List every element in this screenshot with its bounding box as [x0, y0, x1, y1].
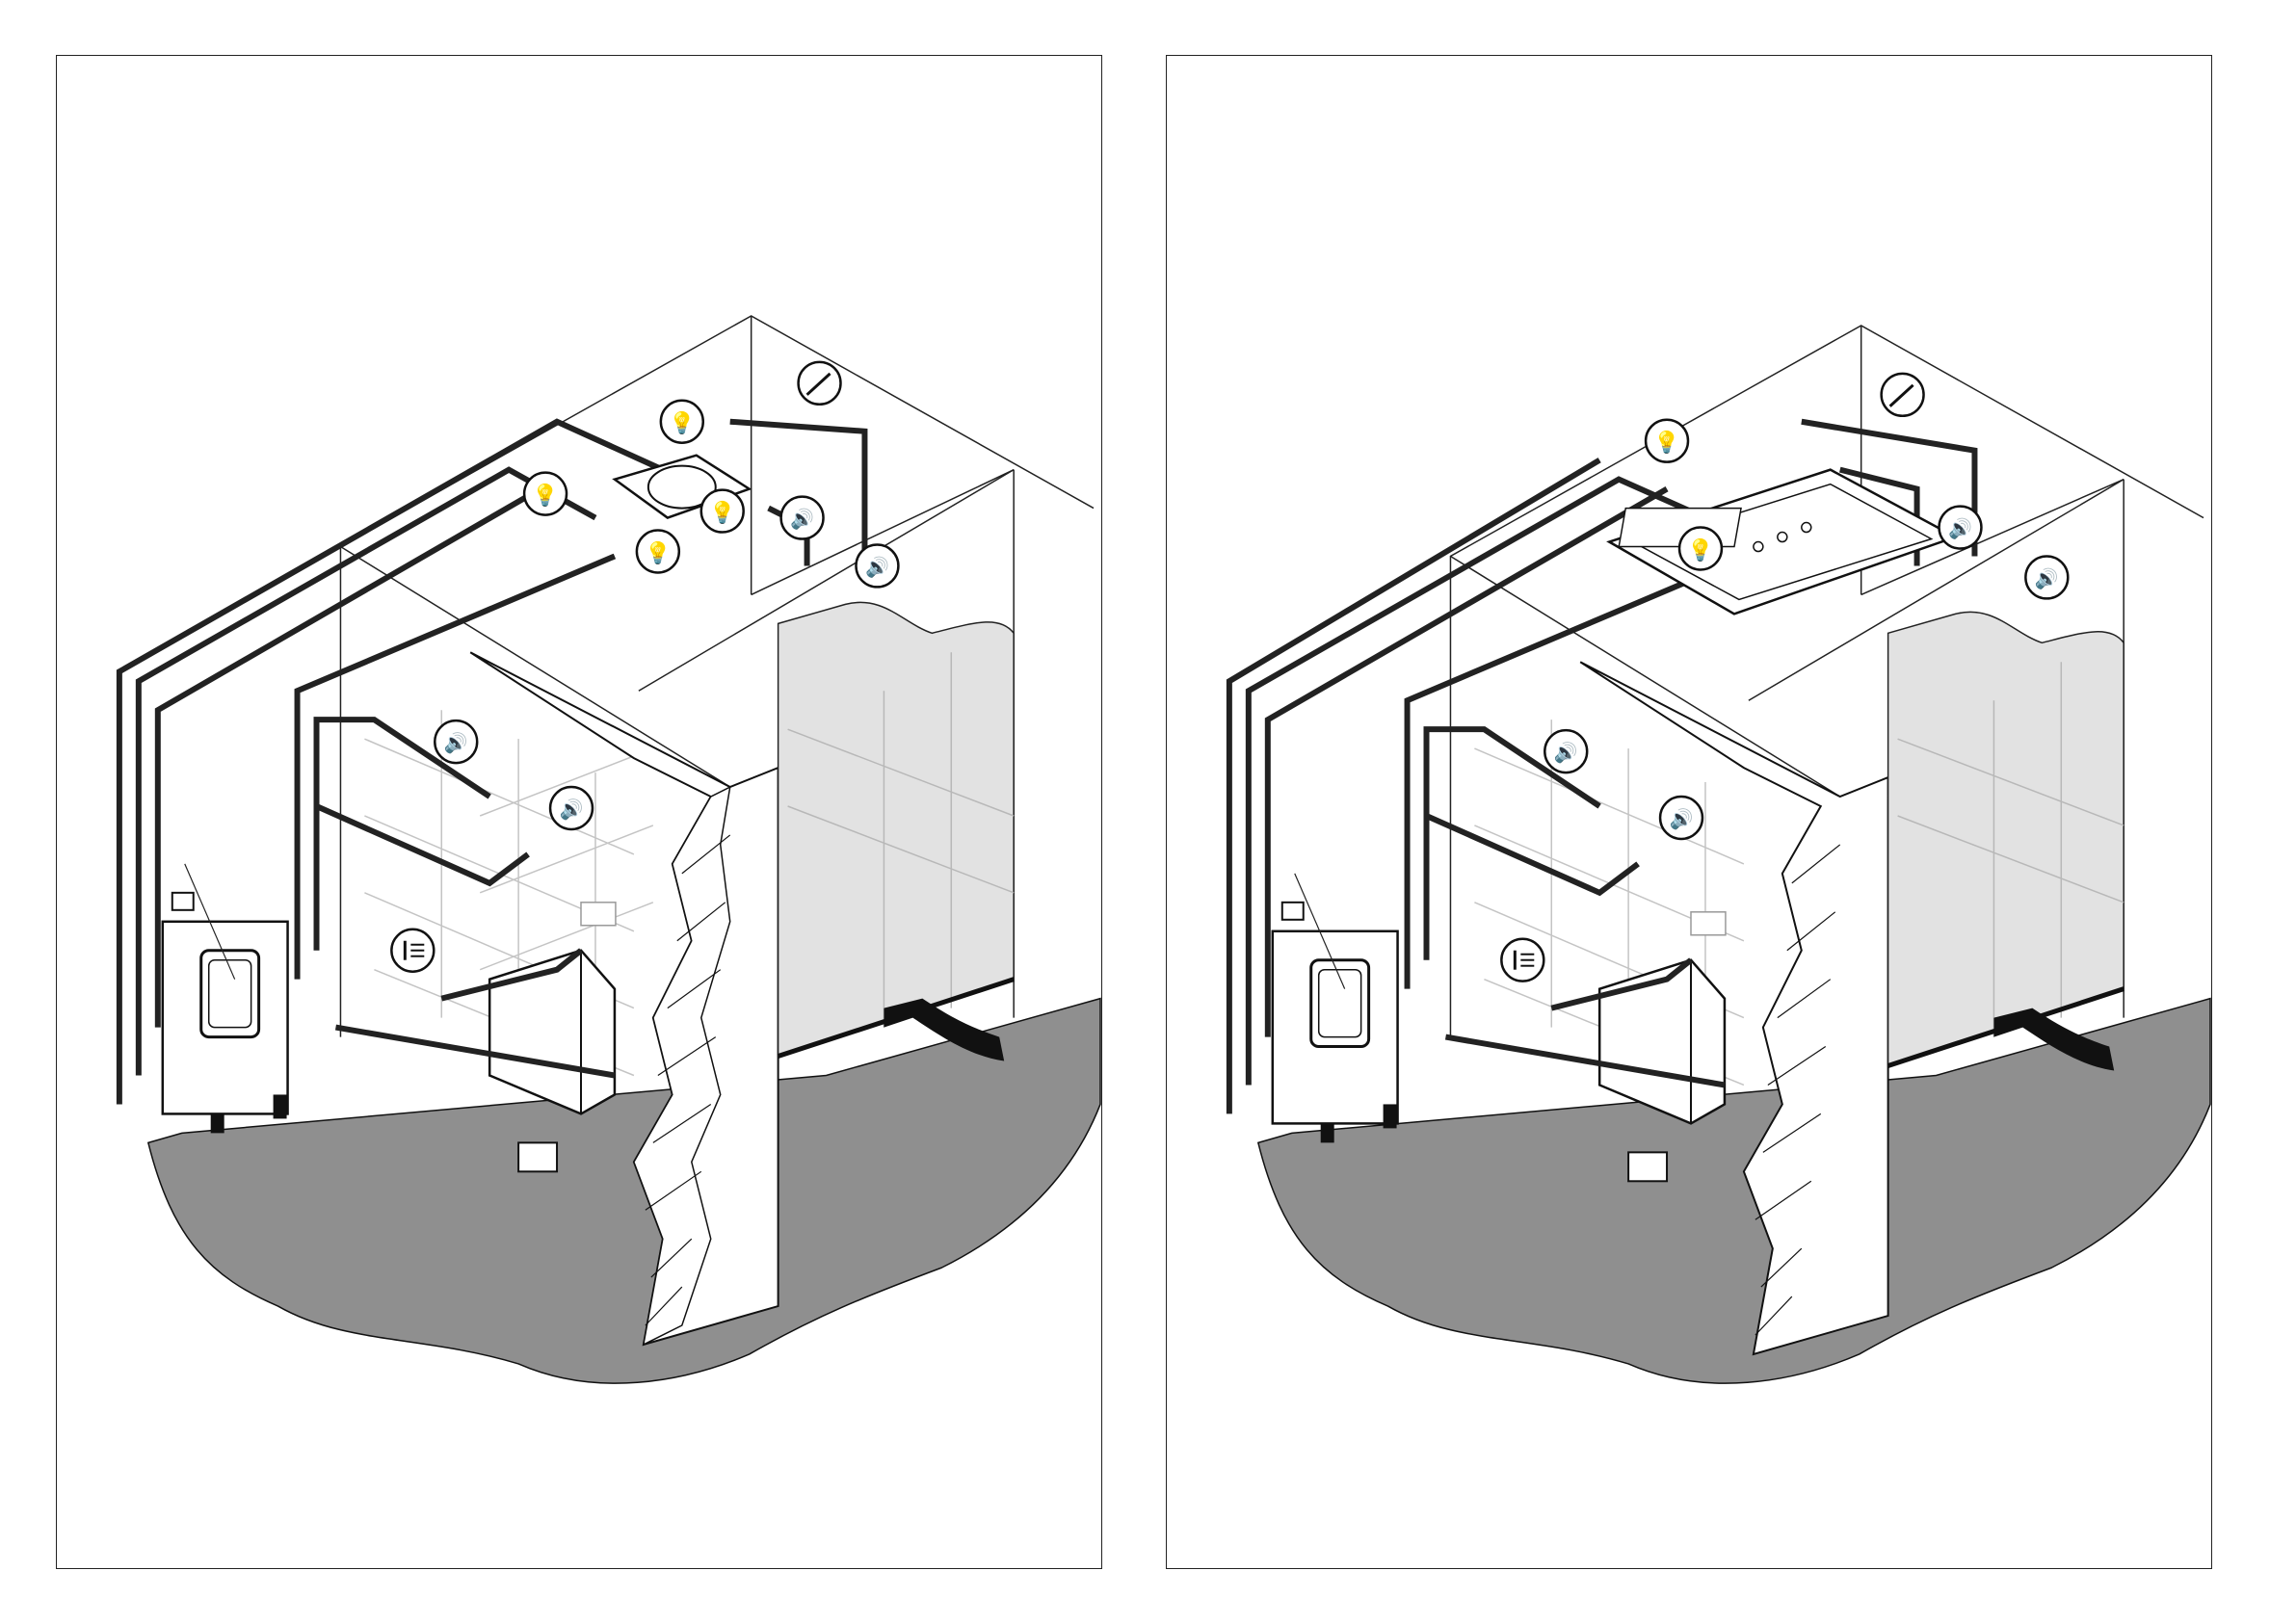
svg-text:💡: 💡 — [1687, 537, 1713, 563]
steam-tank — [489, 951, 615, 1114]
svg-text:💡: 💡 — [709, 501, 735, 526]
floor-drain — [518, 1142, 557, 1171]
speaker-icon: 🔊 — [856, 545, 898, 588]
shower-drain — [1691, 912, 1726, 935]
svg-text:💡: 💡 — [645, 540, 671, 565]
steam-generator-control-unit — [1273, 931, 1398, 1143]
svg-text:💡: 💡 — [669, 411, 695, 436]
steam-generator-control-unit — [163, 922, 288, 1134]
speaker-icon: 🔊 — [781, 497, 824, 539]
steam-outlet-icon — [391, 929, 434, 972]
glass-door-panel — [1888, 612, 2124, 1065]
svg-text:💡: 💡 — [532, 484, 558, 509]
power-socket — [172, 893, 194, 910]
floor-drain — [1628, 1152, 1667, 1181]
shower-drain — [581, 903, 616, 926]
speaker-icon: 🔊 — [435, 720, 477, 763]
light-bulb-icon: 💡 — [524, 473, 567, 515]
svg-text:💡: 💡 — [1653, 431, 1679, 456]
steam-tank — [1599, 960, 1725, 1124]
speaker-icon: 🔊 — [1660, 797, 1702, 839]
steam-shower-installation-drawing-right: 💡 💡 🔊 🔊 🔊 🔊 — [1167, 56, 2211, 1568]
svg-text:🔊: 🔊 — [865, 555, 889, 578]
svg-text:🔊: 🔊 — [1948, 517, 1972, 540]
svg-text:🔊: 🔊 — [790, 508, 814, 531]
light-bulb-icon: 💡 — [1679, 528, 1722, 570]
svg-text:🔊: 🔊 — [444, 731, 468, 754]
svg-text:🔊: 🔊 — [1554, 741, 1578, 764]
scent-pipette-icon — [799, 362, 841, 405]
speaker-icon: 🔊 — [2025, 556, 2068, 598]
svg-text:🔊: 🔊 — [2035, 566, 2059, 589]
light-bulb-icon: 💡 — [637, 531, 679, 573]
svg-text:🔊: 🔊 — [1670, 807, 1694, 830]
steam-outlet-icon — [1501, 939, 1544, 982]
floor-area — [1258, 999, 2210, 1384]
light-bulb-icon: 💡 — [701, 490, 744, 533]
speaker-icon: 🔊 — [1940, 507, 1982, 549]
glass-door-panel — [779, 602, 1015, 1056]
speaker-icon: 🔊 — [1544, 730, 1587, 772]
floor-area — [148, 999, 1100, 1384]
svg-text:🔊: 🔊 — [560, 798, 584, 821]
steam-shower-installation-drawing-left: 💡 💡 💡 💡 🔊 🔊 🔊 🔊 — [57, 56, 1101, 1568]
diagram-frame-left: 💡 💡 💡 💡 🔊 🔊 🔊 🔊 — [56, 55, 1102, 1569]
scent-pipette-icon — [1882, 374, 1924, 416]
diagram-frame-right: 💡 💡 🔊 🔊 🔊 🔊 — [1166, 55, 2212, 1569]
power-socket — [1282, 903, 1304, 920]
light-bulb-icon: 💡 — [1646, 420, 1688, 462]
light-bulb-icon: 💡 — [661, 401, 703, 443]
speaker-icon: 🔊 — [550, 787, 593, 829]
